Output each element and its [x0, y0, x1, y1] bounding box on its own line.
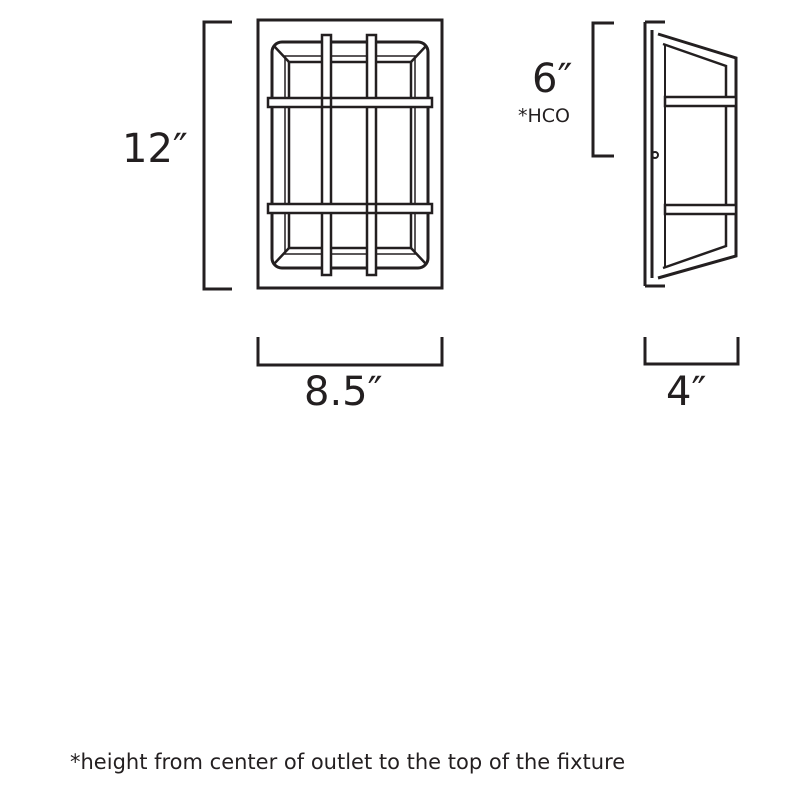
front-grille-vertical-bars [320, 33, 378, 277]
side-mount-screw [651, 151, 659, 159]
side-body-profile [657, 32, 738, 280]
side-grille-bars [663, 95, 738, 216]
side-view [643, 20, 738, 288]
front-glass-panel [287, 60, 413, 250]
front-view [256, 18, 444, 290]
depth-dimension-label: 4″ [666, 369, 706, 415]
front-backplate [256, 18, 444, 290]
depth-bracket [643, 337, 740, 366]
front-grille-horizontal-bars [266, 96, 434, 215]
front-width-bracket [256, 337, 444, 367]
width-dimension-label: 8.5″ [304, 369, 383, 415]
hco-footnote: *height from center of outlet to the top… [70, 750, 626, 774]
front-height-bracket [202, 20, 232, 291]
hco-bracket [591, 21, 614, 158]
height-dimension-label: 12″ [122, 126, 188, 172]
front-inner-frame [270, 40, 430, 270]
hco-note-label: *HCO [518, 105, 570, 127]
hco-dimension-label: 6″ [532, 56, 572, 102]
